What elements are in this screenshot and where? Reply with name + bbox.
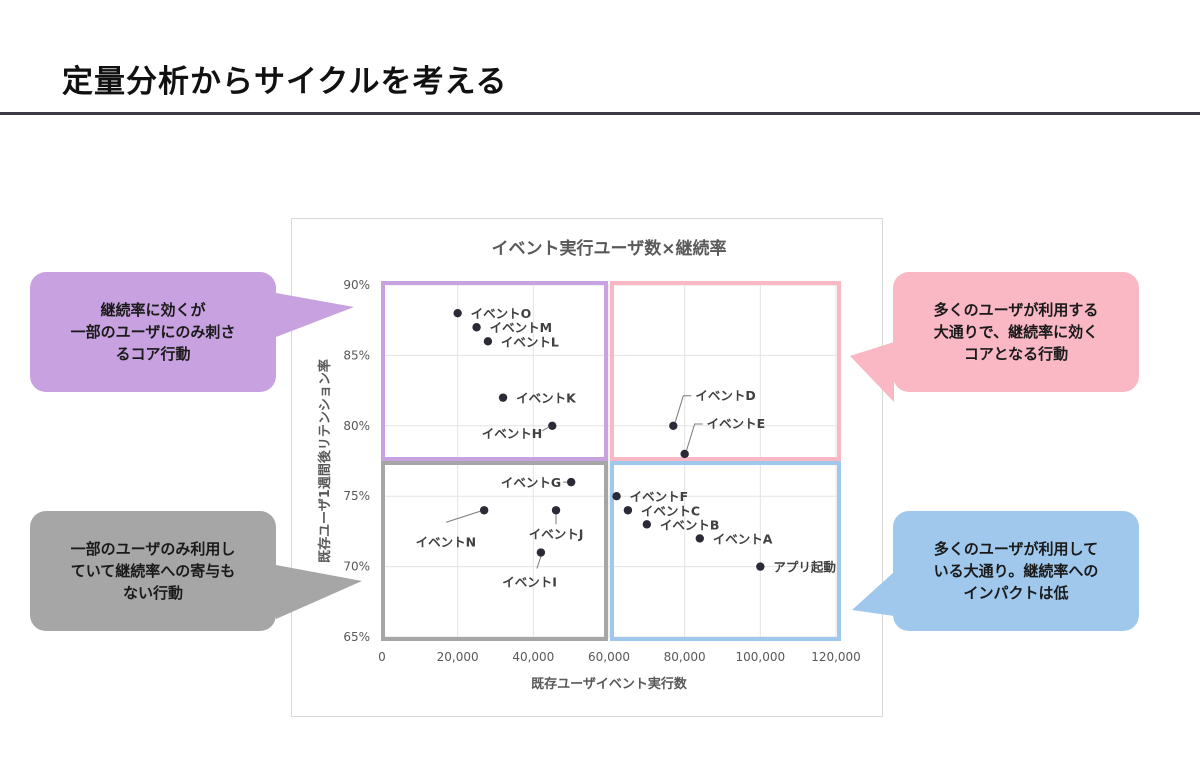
quadrant-top-right (610, 281, 841, 461)
label-leader-line (674, 395, 692, 422)
data-point (566, 477, 576, 487)
label-leader-line (536, 556, 542, 569)
data-point-label: イベントK (516, 391, 577, 406)
title-divider (0, 112, 1200, 115)
data-point (483, 337, 493, 346)
callout-top-right: 多くのユーザが利用する 大通りで、継続率に効く コアとなる行動 (893, 272, 1139, 392)
callout-top-left: 継続率に効くが 一部のユーザにのみ刺さ るコア行動 (30, 272, 276, 392)
chart-title: イベント実行ユーザ数×継続率 (492, 238, 727, 259)
data-point (498, 393, 508, 402)
data-point (551, 506, 561, 515)
data-point (756, 562, 765, 571)
x-tick-label: 100,000 (736, 650, 786, 664)
data-point (453, 308, 462, 318)
data-point-label: イベントL (501, 334, 559, 349)
x-tick-label: 80,000 (664, 650, 706, 664)
callout-bottom-left-tail (276, 565, 362, 619)
data-point-label: イベントM (490, 320, 552, 335)
callout-bottom-right: 多くのユーザが利用して いる大通り。継続率への インパクトは低 (893, 511, 1139, 631)
callout-bottom-right-tail (852, 572, 894, 616)
callout-top-right-tail (850, 342, 894, 402)
scatter-chart: イベント実行ユーザ数×継続率 0 20,000 40,000 60,000 80,000 1… (317, 238, 861, 692)
data-point (642, 520, 652, 529)
x-tick-label: 40,000 (512, 650, 554, 664)
data-point-label: イベントD (695, 388, 755, 403)
x-tick-label: 20,000 (437, 650, 479, 664)
callout-bottom-left: 一部のユーザのみ利用し ていて継続率への寄与も ない行動 (30, 511, 276, 631)
data-point-label: イベントH (482, 426, 542, 441)
data-point (623, 506, 633, 515)
data-point-label: イベントI (502, 575, 557, 590)
quadrant-top-left (381, 281, 608, 461)
data-point-label: イベントA (713, 531, 773, 546)
data-point-label: イベントB (660, 517, 720, 532)
data-point (479, 506, 489, 515)
data-point-label: イベントG (501, 475, 561, 490)
data-point-label: イベントJ (529, 526, 584, 541)
y-tick-label: 65% (343, 630, 370, 644)
label-leader-line (445, 510, 481, 523)
x-axis-label: 既存ユーザイベント実行数 (531, 676, 688, 692)
data-point (536, 548, 546, 557)
y-axis-label: 既存ユーザ1週間後リテンション率 (317, 359, 333, 563)
data-point (548, 421, 557, 430)
x-tick-label: 0 (378, 650, 386, 664)
quadrant-bottom-right (610, 461, 841, 641)
label-leader-line (542, 426, 550, 432)
data-point-label: イベントE (707, 416, 766, 431)
data-point-label: アプリ起動 (773, 560, 836, 575)
data-point (680, 449, 689, 459)
data-point-label: イベントN (416, 534, 476, 549)
data-point (472, 323, 481, 332)
label-leader-line (686, 423, 703, 451)
y-tick-label: 80% (343, 419, 370, 433)
data-point (695, 534, 704, 543)
y-tick-label: 90% (343, 278, 370, 292)
data-point-label: イベントO (471, 306, 532, 321)
quadrant-bottom-left (381, 461, 608, 641)
x-tick-label: 120,000 (811, 650, 861, 664)
data-point-label: イベントF (630, 489, 689, 504)
page-title: 定量分析からサイクルを考える (62, 64, 508, 100)
callout-top-left-tail (276, 293, 354, 337)
y-tick-label: 85% (343, 348, 370, 362)
data-point (612, 492, 621, 501)
x-tick-label: 60,000 (588, 650, 630, 664)
data-point-label: イベントC (641, 503, 700, 518)
y-tick-label: 75% (343, 489, 370, 503)
data-point (669, 421, 678, 430)
chart-frame (291, 218, 883, 717)
